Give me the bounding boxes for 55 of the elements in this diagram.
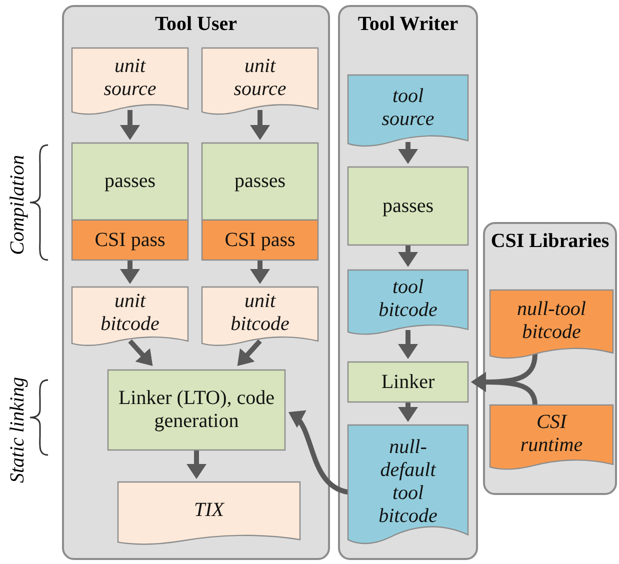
node-label: CSI runtime	[519, 411, 584, 457]
arrow	[250, 110, 270, 140]
arrow	[186, 450, 206, 479]
node-label: tool bitcode	[378, 276, 438, 322]
document-shape	[348, 75, 468, 148]
arrow	[398, 402, 418, 422]
process-box	[108, 370, 285, 450]
group-panel	[62, 5, 330, 560]
node-label: passes	[103, 170, 157, 193]
arrow	[120, 260, 140, 284]
document-shape	[202, 287, 318, 347]
process-box	[202, 143, 318, 220]
arrow	[120, 110, 140, 140]
phase-label: Compilation	[6, 155, 30, 255]
process-box	[348, 362, 468, 402]
document-shape	[202, 48, 318, 116]
document-shape	[490, 405, 613, 471]
node-label: unit bitcode	[100, 290, 160, 336]
node-label: CSI pass	[224, 228, 296, 252]
node-label: CSI pass	[94, 228, 166, 252]
node-label: Linker	[380, 370, 436, 394]
node-label: tool source	[380, 84, 436, 130]
document-shape	[72, 48, 188, 116]
process-box	[202, 220, 318, 260]
arrow	[250, 260, 270, 284]
process-box	[72, 220, 188, 260]
node-label: passes	[233, 170, 287, 193]
arrow	[237, 339, 262, 366]
arrow	[398, 245, 418, 267]
arrow	[128, 339, 153, 366]
panel-title: CSI Libraries	[490, 230, 610, 253]
document-shape	[490, 290, 613, 360]
node-label: unit bitcode	[230, 290, 290, 336]
node-label: passes	[381, 194, 435, 218]
document-shape	[348, 270, 468, 336]
node-label: unit source	[232, 55, 288, 101]
node-label: TIX	[193, 498, 226, 522]
process-box	[72, 143, 188, 220]
process-box	[348, 167, 468, 245]
group-panel	[338, 5, 478, 560]
panel-title: Tool Writer	[356, 13, 460, 36]
group-panel	[483, 222, 617, 495]
node-label: null-tool bitcode	[516, 298, 587, 344]
phase-label: Static linking	[6, 376, 30, 484]
panel-title: Tool User	[154, 13, 238, 36]
node-label: null-default tool bitcode	[378, 436, 438, 528]
document-shape	[348, 425, 468, 547]
arrow	[471, 372, 538, 406]
arrow	[398, 142, 418, 164]
arrow	[398, 330, 418, 359]
node-label: Linker (LTO), code generation	[117, 387, 276, 433]
arrow	[288, 412, 349, 494]
node-label: unit source	[102, 55, 158, 101]
document-shape	[72, 287, 188, 347]
document-shape	[118, 482, 300, 546]
